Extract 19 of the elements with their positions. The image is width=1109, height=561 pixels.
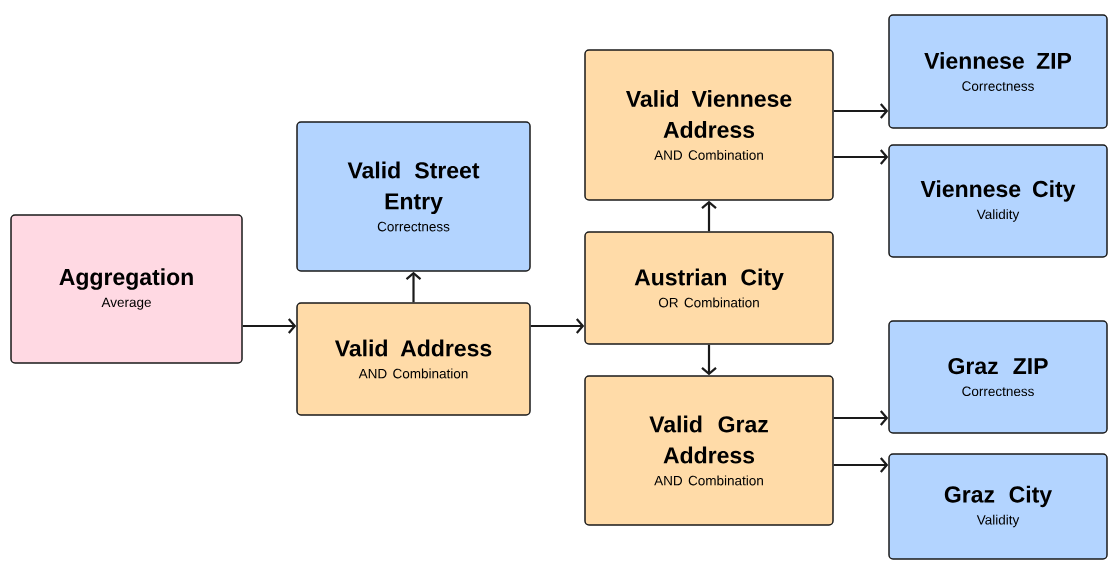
process-box: Valid Viennese Address AND Combination — [584, 49, 834, 201]
process-box: Graz ZIP Correctness — [888, 320, 1108, 434]
process-box: Valid Street Entry Correctness — [296, 121, 531, 272]
arrow — [833, 457, 889, 473]
process-box: Graz City Validity — [888, 453, 1108, 560]
arrow — [833, 149, 889, 165]
arrow — [701, 344, 717, 376]
process-box: Viennese City Validity — [888, 144, 1108, 258]
process-box: Valid Graz Address AND Combination — [584, 375, 834, 526]
arrow — [530, 318, 585, 334]
process-box: Austrian City OR Combination — [584, 231, 834, 345]
process-box: Viennese ZIP Correctness — [888, 14, 1108, 129]
arrow — [833, 410, 889, 426]
arrow — [242, 318, 297, 334]
arrow — [701, 200, 717, 232]
arrow — [405, 271, 422, 303]
process-box: Aggregation Average — [10, 214, 243, 364]
process-box: Valid Address AND Combination — [296, 302, 531, 416]
arrow — [833, 103, 889, 119]
